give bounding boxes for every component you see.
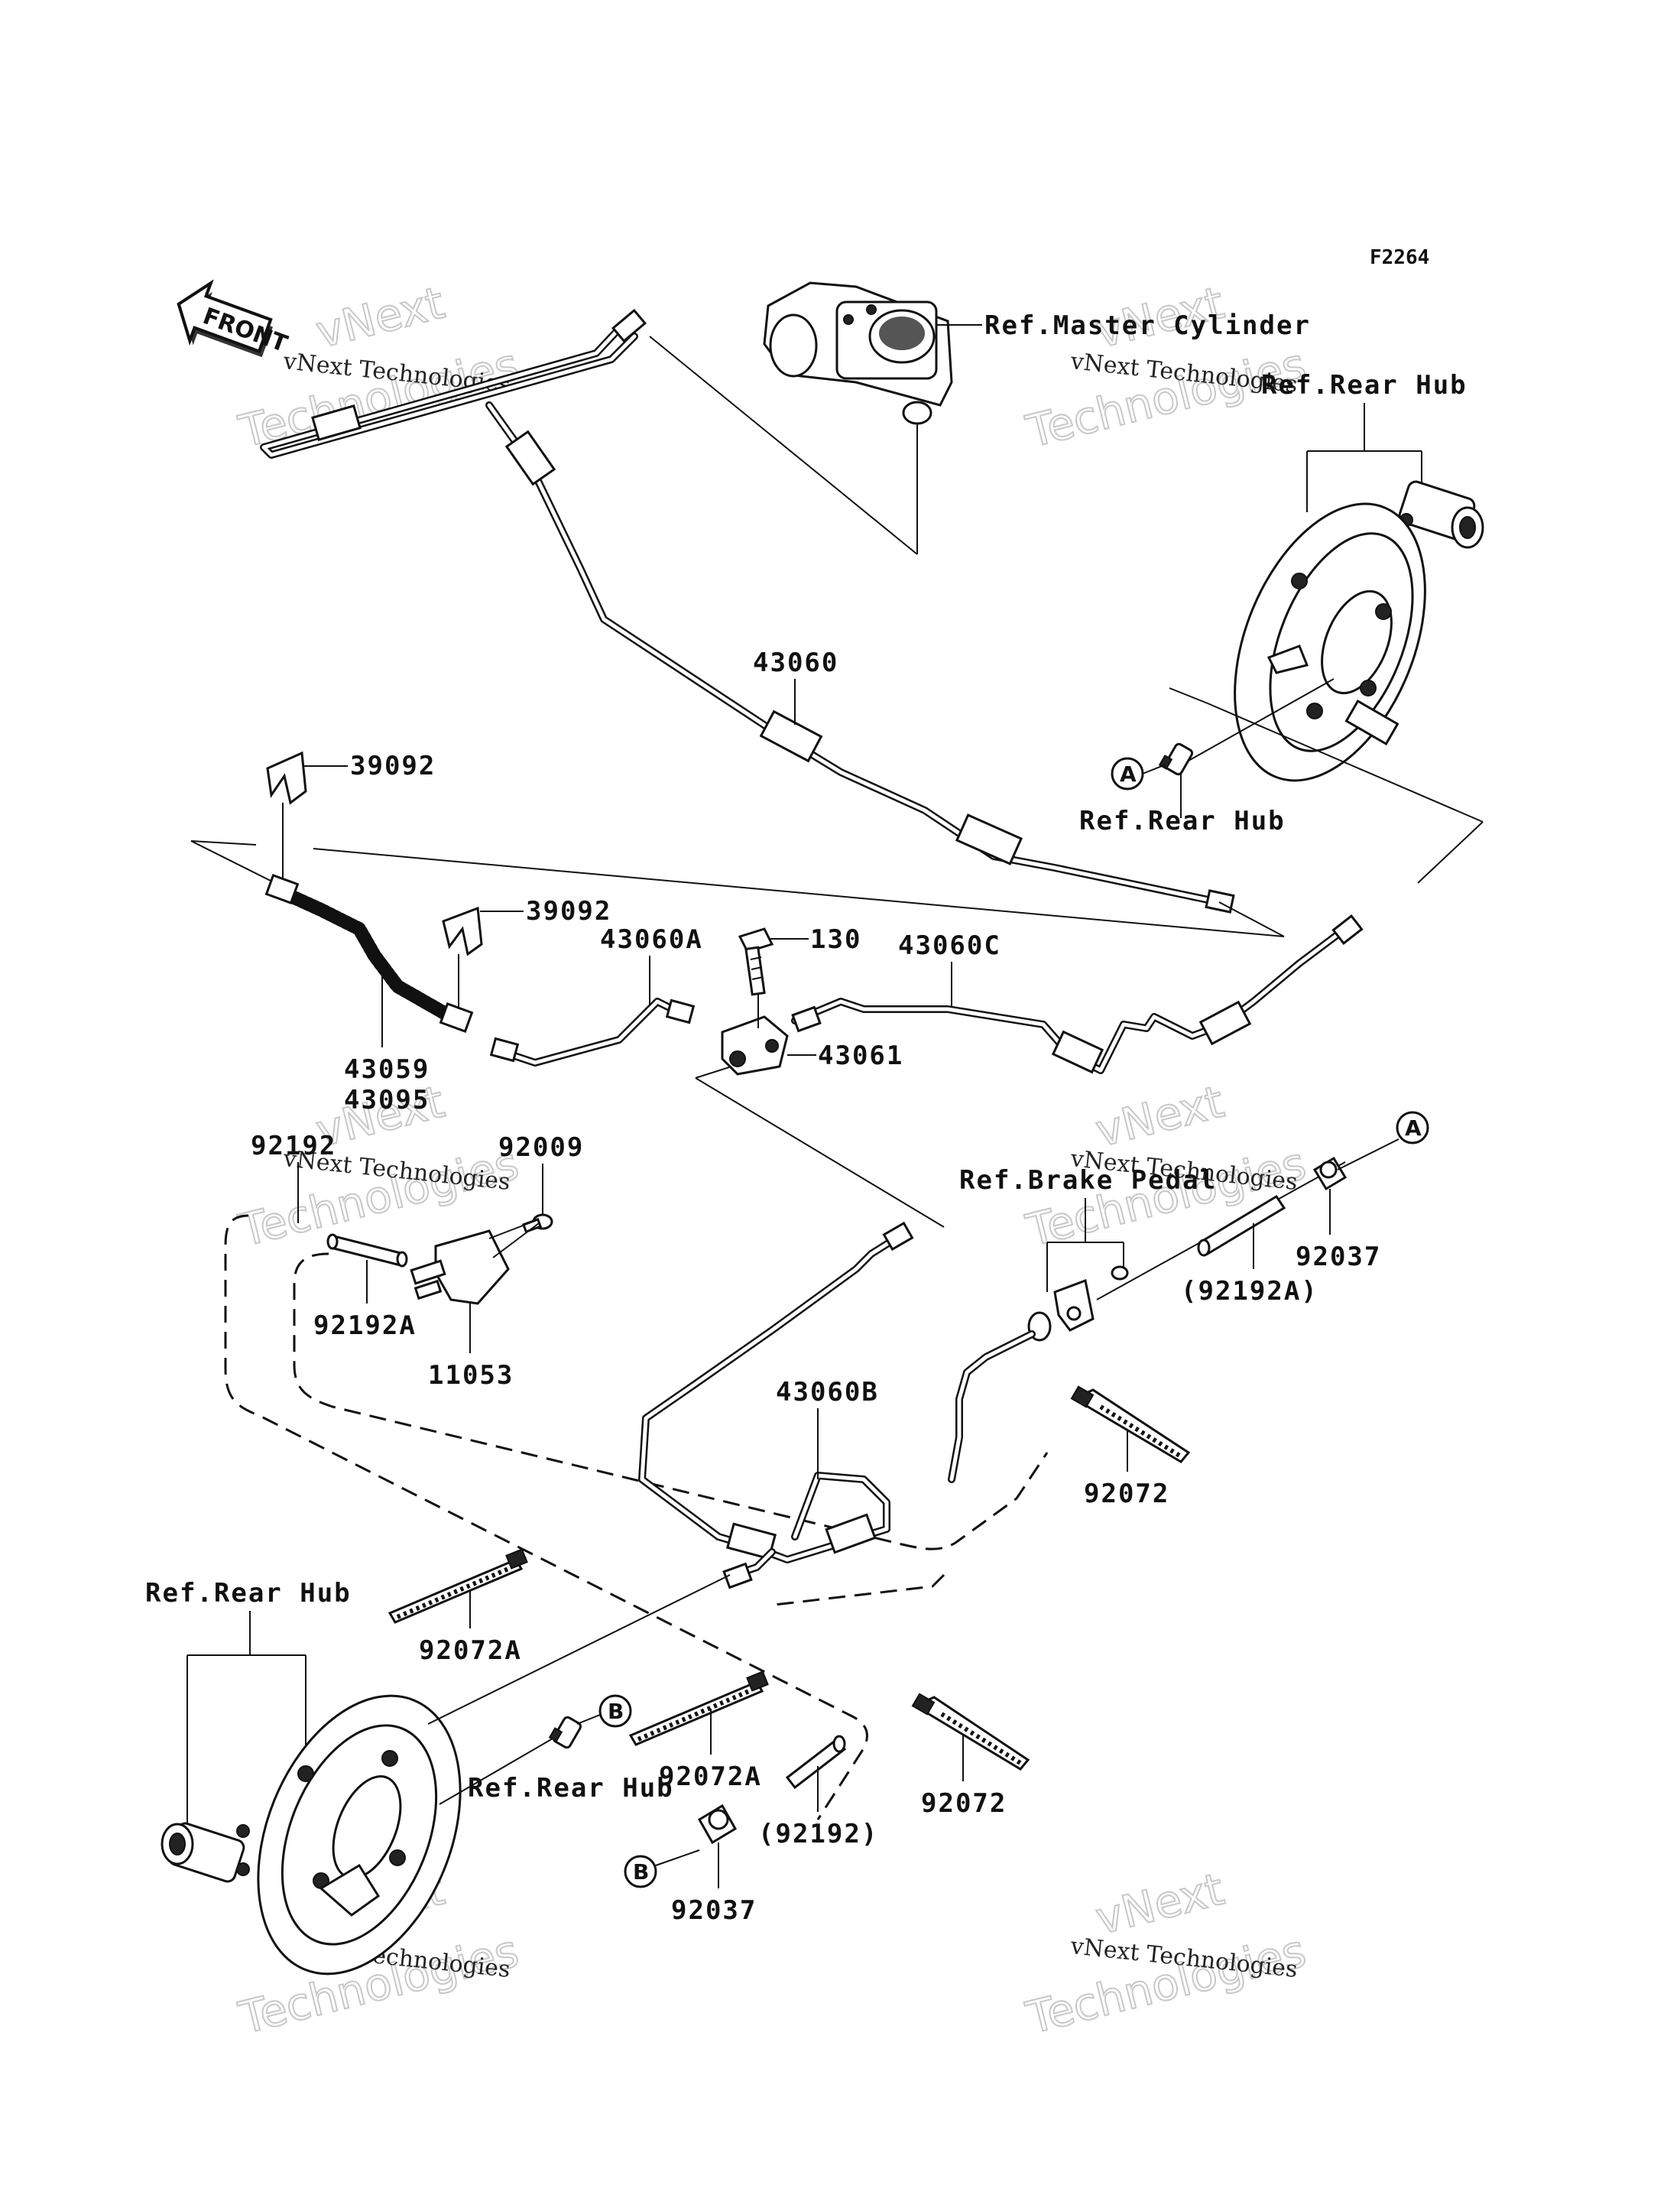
callout-b-bottom-label: B [633, 1859, 649, 1885]
cable-tie-92072-a-icon [1070, 1385, 1191, 1463]
label-43095: 43095 [344, 1085, 430, 1115]
front-arrow-icon: FRONT [177, 279, 291, 358]
brake-backing-plate-top-icon [1234, 502, 1426, 782]
watermark-big-word-1: vNext [311, 277, 449, 359]
watermark-bottom-right: vNext Technologies vNext Technologies [1020, 1862, 1312, 2045]
rear-hub-top-bracket [1306, 403, 1422, 512]
clip-39092-b-icon [442, 906, 483, 956]
label-92192A-paren: (92192A) [1181, 1276, 1318, 1307]
watermark-big-word-1: vNext [1091, 1076, 1229, 1157]
label-11053: 11053 [428, 1360, 514, 1391]
clamp-92037-b-icon [697, 1804, 738, 1845]
label-43060A: 43060A [600, 924, 703, 955]
master-cylinder-icon [763, 281, 982, 425]
label-43059: 43059 [344, 1054, 430, 1085]
hose-92192A-icon [326, 1233, 408, 1268]
callout-b-bottom [624, 1855, 657, 1888]
label-rear-hub-mid: Ref.Rear Hub [1079, 806, 1286, 836]
leader-callout-a-right [1337, 1138, 1399, 1170]
callout-b-top [598, 1694, 632, 1728]
label-master-cylinder: Ref.Master Cylinder [984, 310, 1311, 341]
label-rear-hub-top: Ref.Rear Hub [1261, 370, 1468, 401]
label-92009: 92009 [498, 1132, 584, 1163]
label-92037-b: 92037 [671, 1895, 757, 1926]
dashed-routing-lines [224, 1214, 1049, 1820]
hose-92192A-paren-icon [1197, 1194, 1286, 1257]
label-rear-hub-bottom: Ref.Rear Hub [468, 1773, 674, 1804]
label-43060: 43060 [753, 648, 838, 678]
leader-switch-92009-b [492, 1222, 540, 1258]
cable-tie-92072A-a-icon [388, 1548, 528, 1624]
callout-a-right-label: A [1405, 1115, 1422, 1141]
watermark-top-right: vNext Technologies vNext Technologies [1020, 276, 1312, 459]
hose-92192-paren-icon [785, 1735, 847, 1790]
callout-a-top-label: A [1120, 761, 1137, 787]
callout-a-right [1396, 1111, 1429, 1144]
leader-switch-92009-a [488, 1219, 540, 1239]
label-130: 130 [810, 924, 861, 955]
label-39092-b: 39092 [526, 896, 611, 927]
brake-pedal-switch-icon [948, 1265, 1129, 1483]
brake-pipe-43060A [489, 998, 696, 1067]
brake-pipe-43060 [260, 308, 1235, 914]
label-92072-a: 92072 [1084, 1479, 1169, 1509]
bolt-130-icon [738, 927, 774, 996]
label-92192: 92192 [251, 1131, 336, 1161]
label-43060C: 43060C [898, 930, 1001, 961]
brake-hose-43059 [264, 874, 474, 1033]
label-92037-a: 92037 [1296, 1242, 1381, 1272]
brake-pipe-43060B [638, 1221, 914, 1589]
clamp-92037-a-icon [1312, 1156, 1348, 1191]
leader-callout-a-top [1142, 764, 1166, 774]
label-43060B: 43060B [776, 1377, 879, 1407]
joint-43061-icon [721, 1015, 789, 1076]
brake-pedal-bracket [1046, 1198, 1124, 1292]
figure-code: F2264 [1370, 246, 1429, 269]
watermark-top-left: vNext Technologies vNext Technologies [233, 276, 524, 459]
rear-hub-bottom-guide-lines [427, 1574, 731, 1805]
label-39092-a: 39092 [350, 751, 436, 781]
bleed-valve-bottom-icon [548, 1716, 582, 1749]
label-92072-b: 92072 [921, 1788, 1007, 1819]
master-cylinder-guide-lines [649, 336, 918, 555]
callout-b-top-label: B [608, 1699, 624, 1724]
label-brake-pedal: Ref.Brake Pedal [959, 1165, 1217, 1196]
switch-11053-icon [410, 1229, 510, 1305]
cable-tie-92072A-b-icon [628, 1670, 769, 1746]
label-92192A: 92192A [313, 1310, 417, 1341]
label-92192-paren: (92192) [758, 1819, 878, 1849]
clip-39092-a-icon [266, 751, 307, 805]
leader-callout-b-bottom [655, 1849, 700, 1866]
brake-pipe-43060C [791, 914, 1364, 1074]
leader-callout-b-top [576, 1714, 601, 1725]
label-rear-hub-left: Ref.Rear Hub [145, 1578, 352, 1609]
brake-backing-plate-bottom-icon [257, 1694, 462, 1976]
wheel-cylinder-bottom-icon [161, 1822, 250, 1883]
bleed-valve-top-icon [1158, 742, 1194, 776]
cable-tie-92072-b-icon [911, 1693, 1030, 1771]
label-92072A-b: 92072A [659, 1761, 762, 1792]
label-43061: 43061 [818, 1041, 903, 1071]
watermark-big-word-1: vNext [1091, 1863, 1229, 1945]
rear-hub-top-guide-lines [1169, 678, 1484, 884]
label-92072A-a: 92072A [419, 1635, 522, 1666]
